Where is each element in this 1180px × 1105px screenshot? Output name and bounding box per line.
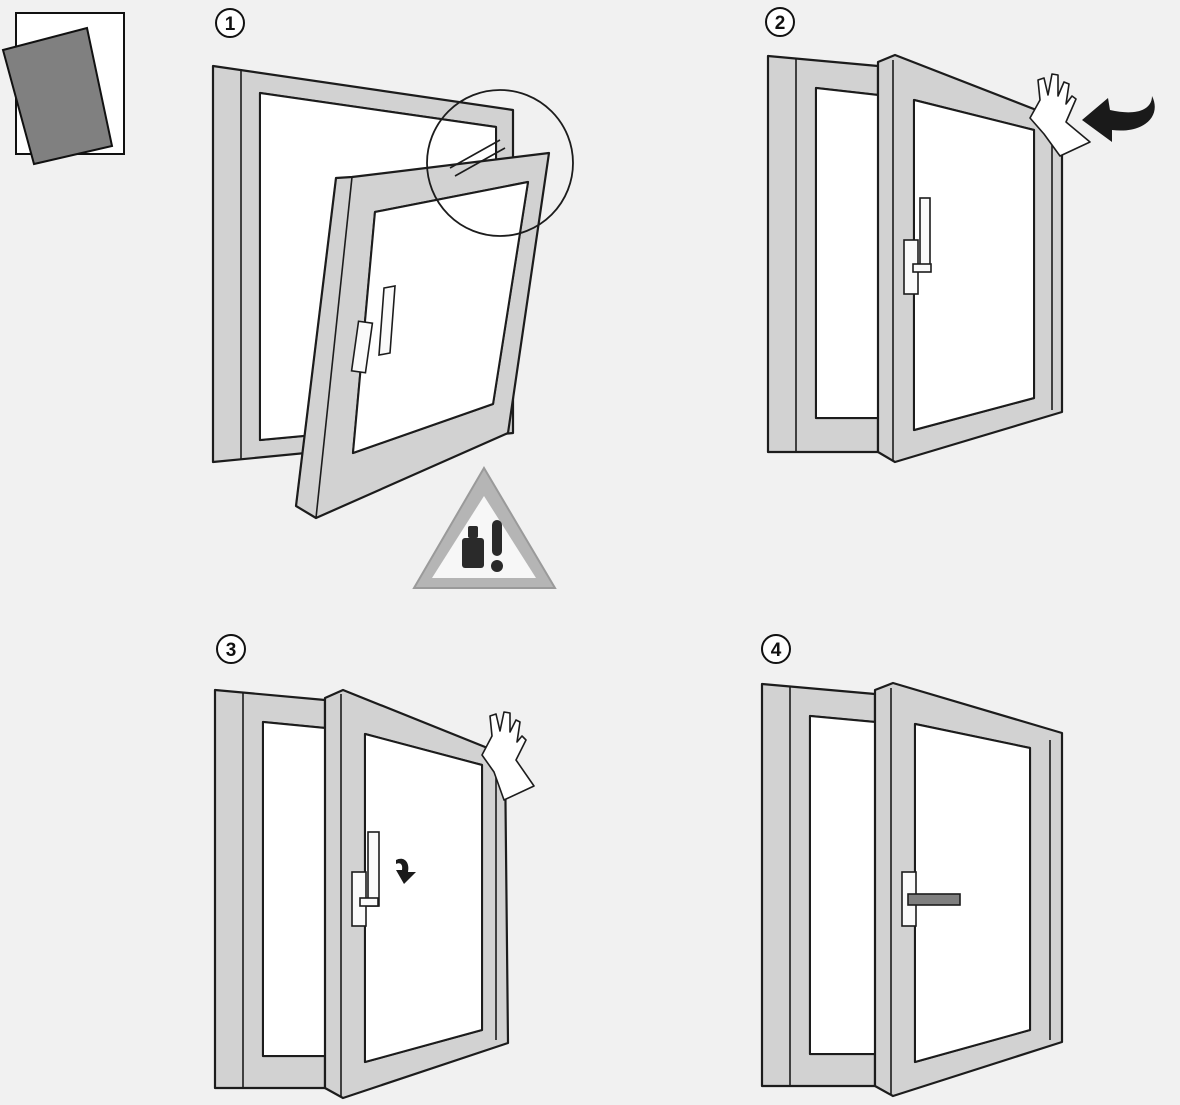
- weight-warning-icon: [412, 466, 557, 589]
- step-2-badge: [765, 7, 795, 37]
- window-handle: [351, 831, 380, 927]
- step-4-badge: [761, 634, 791, 664]
- step-2: 2: [765, 7, 1155, 464]
- window-handle: [903, 197, 932, 295]
- step-4: 4: [760, 634, 1064, 1098]
- hand-icon: [1029, 73, 1091, 157]
- step-3: 3: [213, 634, 535, 1100]
- window-handle: [901, 871, 961, 927]
- step-3-number: 3: [226, 640, 237, 661]
- step-1-badge: [215, 8, 245, 38]
- step-2-number: 2: [775, 13, 786, 34]
- hand-icon: [481, 711, 535, 801]
- step-1: 1: [211, 8, 574, 589]
- rotate-arrow-icon: [396, 858, 416, 884]
- step-3-badge: [216, 634, 246, 664]
- detail-circle: [426, 89, 574, 237]
- curved-arrow-icon: [1082, 96, 1155, 142]
- step-4-number: 4: [771, 640, 782, 661]
- step-1-number: 1: [225, 14, 236, 35]
- window-handle: [350, 285, 396, 374]
- tilted-rectangle-icon: [1, 12, 125, 166]
